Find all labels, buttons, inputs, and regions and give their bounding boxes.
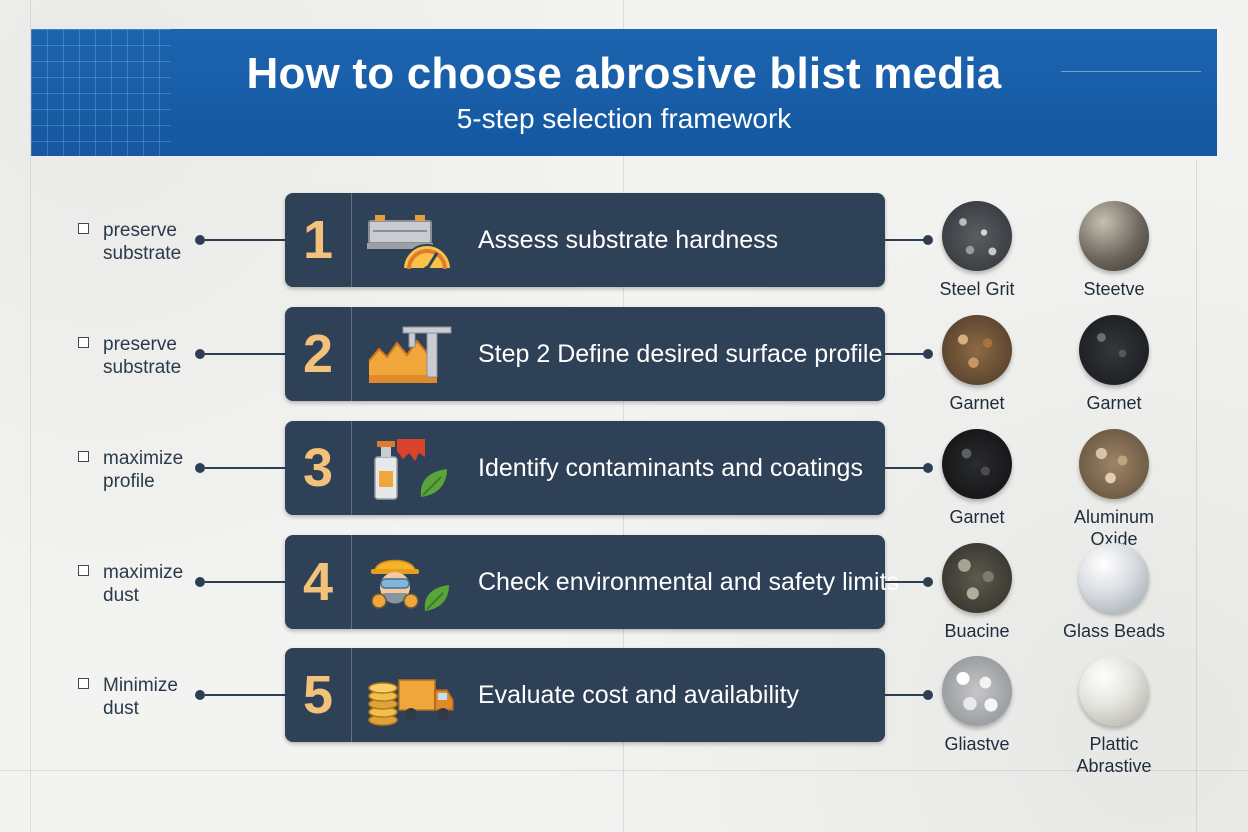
banner-rule xyxy=(1061,71,1201,72)
media-label: Garnet xyxy=(949,393,1005,413)
connector-line xyxy=(885,353,925,355)
checkbox-icon[interactable] xyxy=(78,337,89,348)
media-label: Glass Beads xyxy=(1062,621,1166,641)
media-buacine: Buacine xyxy=(912,543,1042,642)
connector-dot xyxy=(923,463,933,473)
media-label: Garnet xyxy=(949,507,1005,527)
step-card[interactable]: 1 Assess substrate hardness xyxy=(285,193,885,287)
media-glass-beads: Glass Beads xyxy=(1049,543,1179,642)
step-label: Step 2 Define desired surface profile xyxy=(478,340,883,368)
media-gliastve: Gliastve xyxy=(912,656,1042,755)
connector-dot xyxy=(923,349,933,359)
connector-line xyxy=(205,581,285,583)
connector-dot xyxy=(195,235,205,245)
banner-grid-pattern xyxy=(31,29,171,156)
worker-respirator-leaf-icon xyxy=(371,559,449,611)
plastic-abrasive-swatch xyxy=(1079,656,1149,726)
connector-dot xyxy=(923,690,933,700)
connector-line xyxy=(205,239,285,241)
media-garnet: Garnet xyxy=(912,429,1042,528)
connector-dot xyxy=(195,577,205,587)
step-card[interactable]: 4 Check environmental and safety limits xyxy=(285,535,899,629)
glass-beads-swatch xyxy=(1079,543,1149,613)
steel-shot-swatch xyxy=(1079,201,1149,271)
surface-profile-caliper-icon xyxy=(368,326,452,383)
step-label: Assess substrate hardness xyxy=(478,226,779,254)
step-row-4: maximize dust 4 Check environmental and … xyxy=(0,535,1248,641)
media-steel-grit: Steel Grit xyxy=(912,201,1042,300)
media-plastic-abrasive: Plattic Abrastive xyxy=(1049,656,1179,777)
step-row-5: Minimize dust 5 Evaluate cost and availa… xyxy=(0,648,1248,776)
header-banner: How to choose abrosive blist media 5-ste… xyxy=(31,29,1217,156)
garnet-swatch xyxy=(942,429,1012,499)
step-number: 2 xyxy=(285,307,352,401)
media-label: Steel Grit xyxy=(939,279,1015,299)
step-number: 4 xyxy=(285,535,352,629)
step-label: Evaluate cost and availability xyxy=(478,681,800,709)
step-number: 3 xyxy=(285,421,352,515)
step-row-2: preserve substrate 2 Step 2 Define desir… xyxy=(0,307,1248,413)
garnet-swatch xyxy=(1079,315,1149,385)
aluminum-oxide-swatch xyxy=(1079,429,1149,499)
connector-dot xyxy=(923,235,933,245)
connector-dot xyxy=(923,577,933,587)
connector-dot xyxy=(195,690,205,700)
buacine-swatch xyxy=(942,543,1012,613)
gliastve-swatch xyxy=(942,656,1012,726)
step-row-3: maximize profile 3 Identify contaminants… xyxy=(0,421,1248,549)
page-subtitle: 5-step selection framework xyxy=(456,103,792,134)
media-garnet: Garnet xyxy=(1049,315,1179,414)
steel-grit-swatch xyxy=(942,201,1012,271)
media-label: Plattic Abrastive xyxy=(1076,734,1152,776)
media-label: Garnet xyxy=(1086,393,1142,413)
step-number: 5 xyxy=(285,648,352,742)
media-label: Steetve xyxy=(1083,279,1145,299)
checkbox-icon[interactable] xyxy=(78,678,89,689)
checkbox-icon[interactable] xyxy=(78,223,89,234)
garnet-swatch xyxy=(942,315,1012,385)
checkbox-icon[interactable] xyxy=(78,565,89,576)
media-aluminum-oxide: Aluminum Oxide xyxy=(1049,429,1179,550)
hardness-gauge-icon xyxy=(367,215,453,272)
checkbox-icon[interactable] xyxy=(78,451,89,462)
connector-line xyxy=(205,694,285,696)
step-label: Identify contaminants and coatings xyxy=(478,454,863,482)
connector-line xyxy=(885,239,925,241)
step-card[interactable]: 5 Evaluate cost and availability xyxy=(285,648,885,742)
connector-line xyxy=(205,467,285,469)
connector-dot xyxy=(195,463,205,473)
connector-line xyxy=(205,353,285,355)
connector-line xyxy=(885,467,925,469)
media-steel-shot: Steetve xyxy=(1049,201,1179,300)
step-label: Check environmental and safety limits xyxy=(478,568,900,596)
connector-dot xyxy=(195,349,205,359)
step-card[interactable]: 2 Step 2 Define desired surface profile xyxy=(285,307,885,401)
step-row-1: preserve substrate 1 Assess substrate ha… xyxy=(0,193,1248,299)
media-label: Buacine xyxy=(944,621,1010,641)
media-label: Gliastve xyxy=(944,734,1010,754)
step-card[interactable]: 3 Identify contaminants and coatings xyxy=(285,421,885,515)
connector-line xyxy=(885,581,925,583)
media-garnet: Garnet xyxy=(912,315,1042,414)
page-title: How to choose abrosive blist media xyxy=(246,49,1002,98)
spray-can-leaf-icon xyxy=(374,439,447,500)
connector-line xyxy=(885,694,925,696)
step-number: 1 xyxy=(285,193,352,287)
coins-truck-icon xyxy=(368,679,454,726)
